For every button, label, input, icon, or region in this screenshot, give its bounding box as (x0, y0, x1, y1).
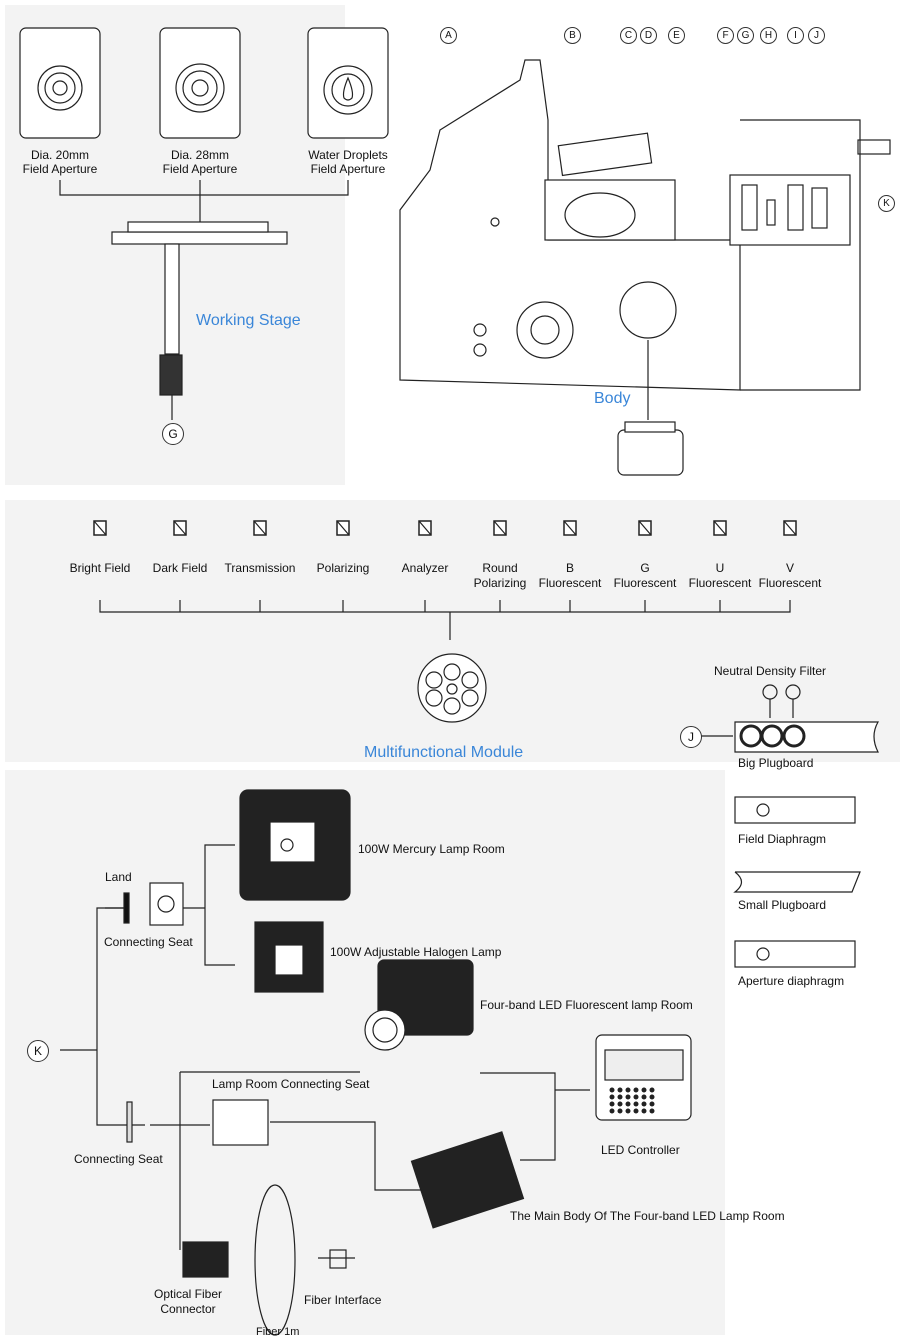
keypad-key (609, 1094, 615, 1100)
filter-label: G (640, 561, 650, 575)
keypad-key (617, 1101, 623, 1107)
keypad-key (641, 1087, 647, 1093)
filter-label: U (715, 561, 725, 575)
working-stage-label: Working Stage (196, 312, 301, 329)
filter-label: Fluorescent (758, 576, 822, 590)
big-plugboard-label: Big Plugboard (738, 756, 814, 770)
keypad-key (625, 1087, 631, 1093)
keypad-key (633, 1108, 639, 1114)
aperture-water-label-2: Field Aperture (310, 162, 386, 176)
four-band-label: Four-band LED Fluorescent lamp Room (480, 998, 693, 1012)
multifunctional-module-label: Multifunctional Module (364, 744, 524, 761)
keypad-key (641, 1108, 647, 1114)
filter-label: Dark Field (152, 561, 208, 575)
filter-icon-stroke (93, 520, 107, 536)
aperture-water-label-1: Water Droplets (308, 148, 388, 162)
filter-icon-stroke (638, 520, 652, 536)
aperture-20-label-1: Dia. 20mm (30, 148, 89, 162)
main-body-label: The Main Body Of The Four-band LED Lamp … (510, 1209, 785, 1223)
filter-label: Fluorescent (688, 576, 752, 590)
aperture-diaphragm-label: Aperture diaphragm (738, 974, 845, 988)
keypad-key (625, 1094, 631, 1100)
keypad-key (649, 1094, 655, 1100)
callout-g-stage: G (162, 423, 184, 445)
aperture-28-label-2: Field Aperture (162, 162, 238, 176)
filter-icon-stroke (563, 520, 577, 536)
filter-label: Polarizing (473, 576, 527, 590)
connecting-seat-1-label: Connecting Seat (104, 935, 193, 949)
keypad-key (633, 1087, 639, 1093)
callout-j: J (680, 726, 702, 748)
small-plugboard-label: Small Plugboard (738, 898, 827, 912)
body-callout-e: E (668, 27, 685, 44)
halogen-lamp-label: 100W Adjustable Halogen Lamp (330, 945, 502, 959)
filter-icon-stroke (173, 520, 187, 536)
led-controller-label: LED Controller (601, 1143, 680, 1157)
callout-k: K (27, 1040, 49, 1062)
optical-fiber-label-2: Connector (160, 1302, 216, 1316)
body-callout-f: F (717, 27, 734, 44)
body-callout-a: A (440, 27, 457, 44)
body-callout-h: H (760, 27, 777, 44)
keypad-key (649, 1087, 655, 1093)
keypad-key (633, 1101, 639, 1107)
keypad-key (641, 1101, 647, 1107)
body-label: Body (594, 390, 631, 407)
fiber-interface-label: Fiber Interface (304, 1293, 382, 1307)
body-callout-i: I (787, 27, 804, 44)
ndf-label: Neutral Density Filter (714, 664, 827, 678)
land-label: Land (105, 870, 132, 884)
mercury-lamp-label: 100W Mercury Lamp Room (358, 842, 505, 856)
filter-label: Transmission (224, 561, 296, 575)
aperture-20-label-2: Field Aperture (22, 162, 98, 176)
fiber-label: Fiber 1m (256, 1326, 300, 1338)
keypad-key (649, 1108, 655, 1114)
filter-label: V (785, 561, 794, 575)
keypad-key (641, 1094, 647, 1100)
field-diaphragm-label: Field Diaphragm (738, 832, 827, 846)
keypad-key (617, 1108, 623, 1114)
keypad-key (609, 1108, 615, 1114)
keypad-key (609, 1101, 615, 1107)
filter-label: Fluorescent (613, 576, 677, 590)
filter-icon-stroke (493, 520, 507, 536)
filter-label: Analyzer (401, 561, 449, 575)
keypad-key (609, 1087, 615, 1093)
filter-label: Polarizing (316, 561, 370, 575)
filter-icon-stroke (418, 520, 432, 536)
filter-label: Round (482, 561, 518, 575)
body-callout-c: C (620, 27, 637, 44)
filter-label: Bright Field (69, 561, 131, 575)
body-callout-j: J (808, 27, 825, 44)
body-callout-d: D (640, 27, 657, 44)
filter-icon-stroke (713, 520, 727, 536)
filter-label: B (565, 561, 574, 575)
optical-fiber-label-1: Optical Fiber (153, 1287, 223, 1301)
filter-label: Fluorescent (538, 576, 602, 590)
body-callout-g: G (737, 27, 754, 44)
lamp-room-seat-label: Lamp Room Connecting Seat (212, 1077, 370, 1091)
filter-icon-stroke (253, 520, 267, 536)
aperture-28-label-1: Dia. 28mm (170, 148, 229, 162)
body-callout-b: B (564, 27, 581, 44)
keypad-key (633, 1094, 639, 1100)
connecting-seat-2-label: Connecting Seat (74, 1152, 163, 1166)
filter-icon-stroke (783, 520, 797, 536)
keypad-key (617, 1087, 623, 1093)
body-callout-k: K (878, 195, 895, 212)
keypad-key (625, 1108, 631, 1114)
keypad-key (617, 1094, 623, 1100)
filter-icon-stroke (336, 520, 350, 536)
keypad-key (625, 1101, 631, 1107)
keypad-key (649, 1101, 655, 1107)
